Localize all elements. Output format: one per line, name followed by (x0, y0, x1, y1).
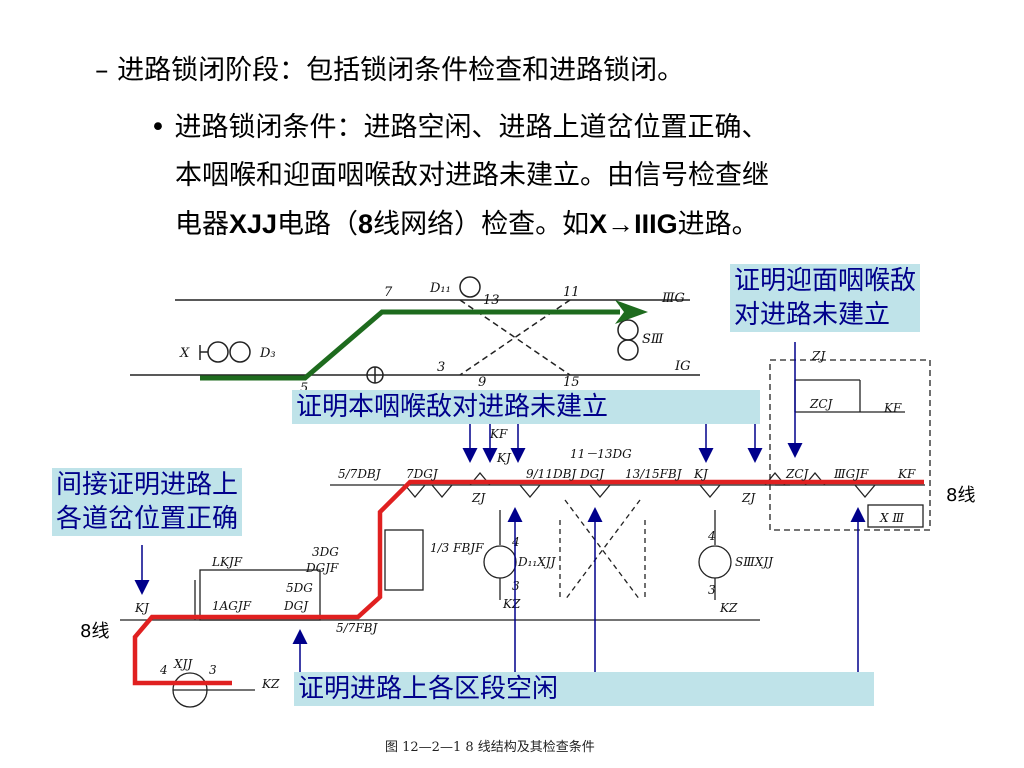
route-line (200, 309, 620, 381)
label: KJ (496, 451, 512, 465)
line8-label-right: 8线 (946, 485, 976, 506)
label: LKJF (211, 555, 243, 569)
callout-opposite: 证明迎面咽喉敌 对进路未建立 (730, 264, 921, 332)
label: 15 (563, 375, 580, 390)
label: ZCJ (809, 397, 834, 411)
label: 1AGJF (212, 599, 252, 613)
label: 5/7FBJ (336, 621, 378, 635)
callout-text: 证明本咽喉敌对进路未建立 (296, 392, 609, 422)
label: ZJ (741, 491, 756, 505)
label: DGJ (579, 467, 605, 481)
label: ZCJ (785, 467, 810, 481)
figure-caption: 图 12—2—1 8 线结构及其检查条件 (385, 740, 595, 755)
label: 5/7DBJ (338, 467, 382, 481)
label: 1/3 FBJF (430, 541, 484, 555)
bullet-icon: • (150, 112, 166, 143)
label: ⅢG (661, 291, 685, 306)
text-seg: 线网络）检查。如 (373, 209, 590, 240)
bold-xjj: XJJ (229, 209, 278, 239)
callout-text: 证明迎面咽喉敌 (734, 266, 917, 296)
label: X Ⅲ (879, 511, 904, 525)
label: 9 (478, 375, 486, 390)
label: KZ (502, 597, 521, 611)
callout-sections: 证明进路上各区段空闲 (294, 672, 874, 706)
label: 3 (209, 663, 217, 677)
text-seg: 进路。 (677, 209, 759, 240)
paragraph-line-1: 进路锁闭条件：进路空闲、进路上道岔位置正确、 (174, 112, 769, 143)
label: KF (489, 427, 508, 441)
label: DGJ (283, 599, 309, 613)
callout-text: 各道岔位置正确 (56, 504, 239, 534)
heading-line: – 进路锁闭阶段：包括锁闭条件检查和进路锁闭。 (95, 55, 685, 86)
label: 5 (300, 381, 308, 396)
bold-8: 8 (358, 209, 374, 239)
callout-local: 证明本咽喉敌对进路未建立 (292, 390, 760, 424)
bold-route: X→IIIG (589, 209, 678, 239)
bullet-paragraph: • 进路锁闭条件：进路空闲、进路上道岔位置正确、 本咽喉和迎面咽喉敌对进路未建立… (150, 104, 769, 249)
label: SⅢ (642, 332, 664, 347)
label: ⅠG (674, 359, 691, 374)
label: KJ (134, 601, 150, 615)
callout-text: 间接证明进路上 (56, 470, 239, 500)
paragraph-line-3: 电器XJJ电路（8线网络）检查。如X→IIIG进路。 (150, 200, 769, 249)
callout-switch: 间接证明进路上 各道岔位置正确 (52, 468, 243, 536)
label: D₁₁ (429, 281, 451, 296)
route-arrow-icon (615, 300, 648, 324)
text-seg: 电路（ (277, 209, 359, 240)
label: 3 (512, 579, 520, 593)
label: KF (897, 467, 916, 481)
line8-label-left: 8线 (80, 621, 110, 642)
label: 4 (707, 529, 716, 543)
label: D₁₁XJJ (517, 555, 557, 569)
label: 9/11DBJ (526, 467, 577, 481)
label: 3DG (312, 545, 339, 559)
label: 3 (437, 360, 445, 375)
label: X (179, 346, 190, 361)
label: 3 (708, 583, 716, 597)
label: ZJ (811, 349, 826, 363)
label: 13/15FBJ (625, 467, 683, 481)
label: 7 (384, 285, 393, 300)
label: ⅢGJF (833, 467, 869, 481)
label: KJ (693, 467, 709, 481)
label: D₃ (259, 346, 276, 361)
paragraph-line-2: 本咽喉和迎面咽喉敌对进路未建立。由信号检查继 (175, 160, 769, 191)
text-seg: 电器 (175, 209, 229, 240)
label: ZJ (471, 491, 486, 505)
callout-text: 对进路未建立 (734, 300, 891, 330)
label: KZ (261, 677, 280, 691)
label: 13 (483, 293, 500, 308)
line8-path (132, 479, 924, 686)
track-layout (130, 276, 700, 384)
label: KF (883, 401, 902, 415)
label: DGJF (305, 561, 339, 575)
label: 4 (159, 663, 168, 677)
label: 7DGJ (406, 467, 439, 481)
label: KZ (719, 601, 738, 615)
label: XJJ (173, 657, 193, 671)
label: 11 (563, 285, 580, 300)
label: 5DG (286, 581, 313, 595)
label: 11－13DG (570, 447, 632, 461)
label: SⅢXJJ (735, 555, 774, 569)
callout-text: 证明进路上各区段空闲 (298, 674, 559, 704)
